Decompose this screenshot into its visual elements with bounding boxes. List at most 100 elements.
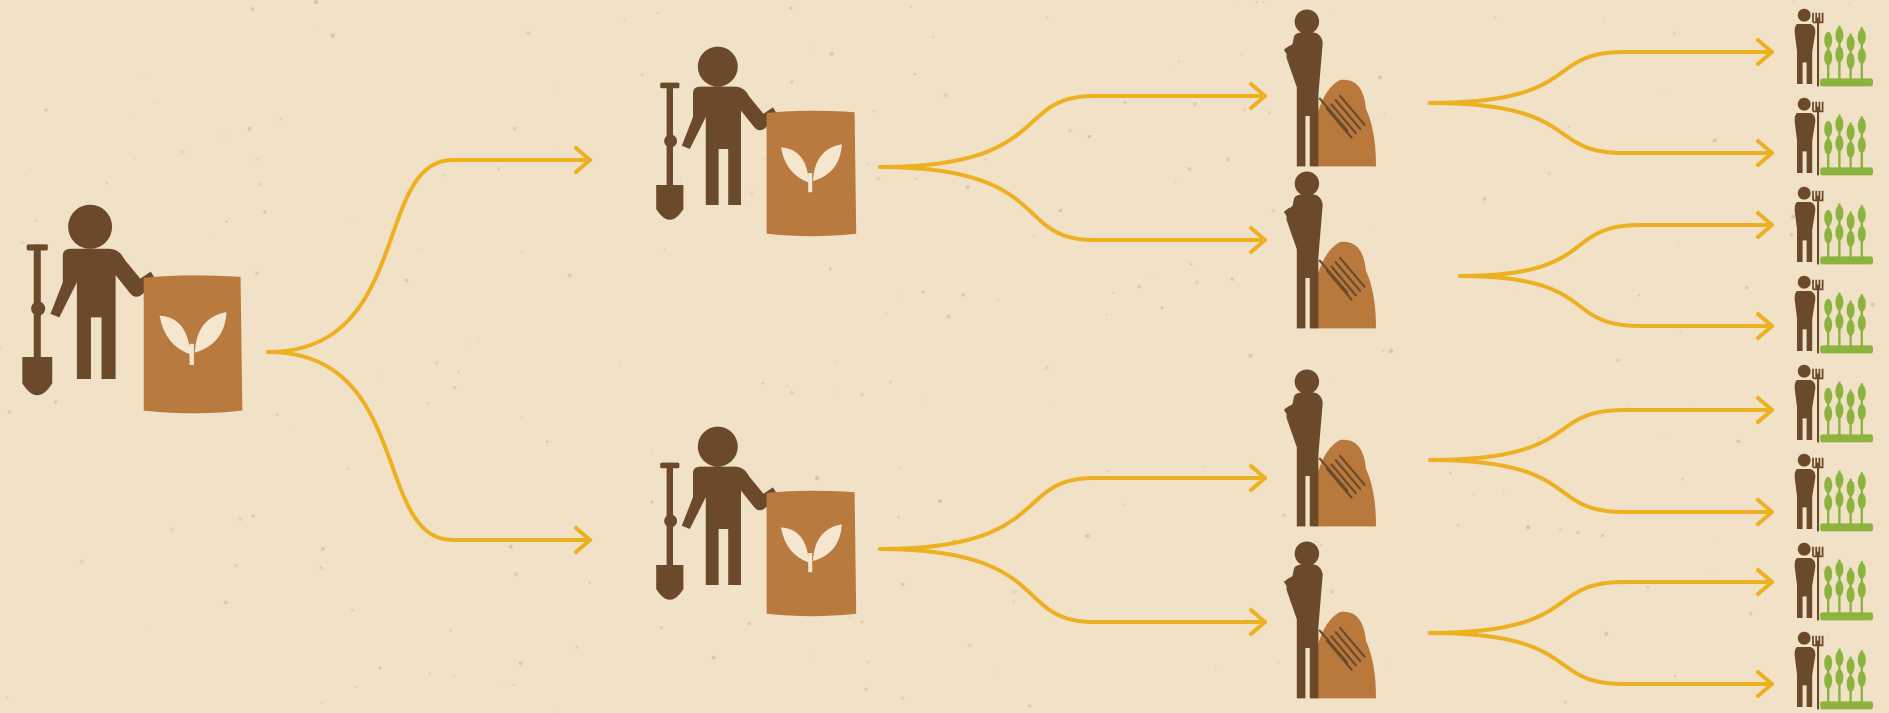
paper-speckle — [556, 711, 557, 712]
paper-speckle — [1161, 306, 1164, 309]
paper-speckle — [355, 686, 357, 688]
paper-speckle — [1190, 263, 1192, 265]
paper-speckle — [519, 662, 522, 665]
paper-speckle — [1330, 589, 1334, 593]
paper-speckle — [1569, 428, 1570, 429]
arrow-lower-branch — [1430, 103, 1772, 153]
paper-speckle — [1378, 76, 1382, 80]
seed-farmer-level-2-1 — [656, 47, 856, 237]
paper-speckle — [829, 267, 832, 270]
paper-speckle — [153, 102, 155, 104]
paper-speckle — [860, 392, 864, 396]
paper-speckle — [750, 192, 753, 195]
paper-speckle — [589, 581, 592, 584]
paper-speckle — [1170, 70, 1171, 71]
paper-speckle — [1241, 53, 1244, 56]
paper-speckle — [873, 110, 876, 113]
paper-speckle — [1383, 350, 1385, 352]
paper-speckle — [276, 413, 279, 416]
paper-speckle — [1195, 281, 1199, 285]
paper-speckle — [1791, 214, 1795, 218]
arrow-branch-level-2-2 — [880, 466, 1265, 634]
paper-speckle — [457, 371, 460, 374]
paper-speckle — [143, 77, 145, 79]
paper-speckle — [318, 26, 319, 27]
paper-speckle — [1836, 203, 1838, 205]
paper-speckle — [1215, 669, 1216, 670]
paper-speckle — [849, 615, 852, 618]
paper-speckle — [938, 499, 942, 503]
paper-speckle — [263, 210, 266, 213]
paper-speckle — [449, 629, 452, 632]
paper-speckle — [1793, 0, 1795, 2]
paper-speckle — [876, 177, 880, 181]
paper-speckle — [1174, 180, 1177, 183]
paper-speckle — [512, 684, 515, 687]
paper-speckle — [1369, 227, 1370, 228]
arrow-upper-branch — [1430, 410, 1772, 460]
paper-speckle — [132, 114, 134, 116]
paper-speckle — [351, 609, 354, 612]
paper-speckle — [513, 127, 517, 131]
paper-speckle — [293, 426, 295, 428]
crop-farmer-level-4-2 — [1795, 98, 1873, 176]
paper-speckle — [1106, 470, 1109, 473]
paper-speckle — [1483, 197, 1486, 200]
paper-speckle — [1123, 503, 1126, 506]
paper-speckle — [378, 667, 381, 670]
paper-speckle — [1688, 405, 1689, 406]
paper-speckle — [1616, 358, 1620, 362]
paper-speckle — [377, 375, 379, 377]
paper-speckle — [54, 400, 57, 403]
paper-speckle — [1494, 16, 1497, 19]
crop-farmer-level-4-7 — [1795, 543, 1873, 621]
paper-speckle — [224, 601, 228, 605]
hay-farmer-level-3-1 — [1284, 9, 1376, 166]
paper-speckle — [1236, 5, 1237, 6]
paper-speckle — [901, 696, 905, 700]
paper-speckle — [966, 185, 970, 189]
paper-speckle — [1033, 235, 1035, 237]
paper-speckle — [898, 516, 900, 518]
paper-speckle — [314, 0, 318, 4]
paper-speckle — [1503, 493, 1505, 495]
paper-speckle — [836, 391, 837, 392]
paper-speckle — [546, 440, 549, 443]
paper-speckle — [944, 93, 948, 97]
paper-speckle — [1255, 1, 1258, 4]
paper-speckle — [181, 150, 185, 154]
paper-speckle — [997, 300, 999, 302]
paper-speckle — [526, 31, 530, 35]
paper-speckle — [234, 564, 238, 568]
paper-speckle — [866, 163, 868, 165]
paper-speckle — [1717, 536, 1719, 538]
arrow-upper-branch — [1460, 225, 1772, 276]
paper-speckle — [428, 673, 430, 675]
paper-speckle — [145, 627, 146, 628]
paper-speckle — [984, 159, 986, 161]
paper-speckle — [1749, 612, 1753, 616]
arrow-lower-branch — [1430, 460, 1772, 512]
paper-speckle — [1068, 129, 1072, 133]
paper-speckle — [8, 410, 12, 414]
paper-speckle — [947, 315, 951, 319]
paper-speckle — [619, 363, 620, 364]
paper-speckle — [1226, 157, 1230, 161]
paper-speckle — [641, 73, 644, 76]
paper-speckle — [624, 19, 625, 20]
paper-speckle — [1559, 528, 1562, 531]
paper-speckle — [1085, 534, 1089, 538]
arrow-upper-branch — [880, 478, 1265, 549]
paper-speckle — [25, 174, 27, 176]
paper-speckle — [44, 108, 47, 111]
arrow-branch-level-3-2 — [1460, 213, 1772, 338]
paper-speckle — [910, 6, 912, 8]
paper-speckle — [1745, 286, 1749, 290]
arrow-lower-branch — [880, 167, 1265, 240]
icon-layer — [22, 9, 1873, 710]
hay-farmer-level-3-3 — [1284, 369, 1376, 526]
paper-speckle — [1187, 167, 1191, 171]
paper-speckle — [659, 626, 663, 630]
